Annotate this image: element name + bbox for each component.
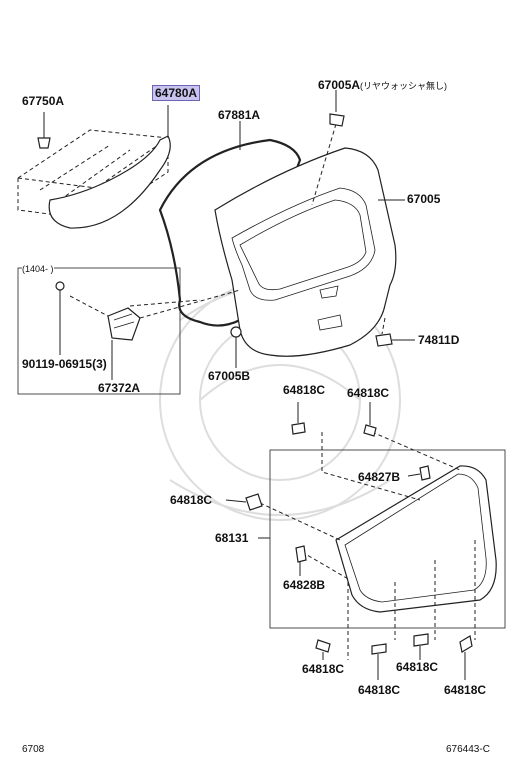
inset-date-label: (1404- )	[22, 262, 54, 276]
part-label-74811D[interactable]: 74811D	[418, 333, 460, 347]
part-label-64818C-d[interactable]: 64818C	[302, 662, 345, 676]
footer-figure-code: 676443-C	[446, 744, 490, 755]
part-label-90119-06915[interactable]: 90119-06915(3)	[22, 357, 107, 371]
part-label-64818C-g[interactable]: 64818C	[444, 683, 487, 697]
glass-box	[269, 449, 506, 629]
part-label-67750A[interactable]: 67750A	[22, 94, 65, 108]
part-label-64818C-e[interactable]: 64818C	[396, 660, 439, 674]
part-label-67005[interactable]: 67005	[407, 192, 441, 206]
clips-64818C	[245, 422, 473, 655]
part-label-67005A[interactable]: 67005A(リヤウォッシャ無し)	[318, 78, 447, 93]
part-note-67005A: (リヤウォッシャ無し)	[360, 81, 448, 91]
part-label-64818C-a[interactable]: 64818C	[283, 383, 326, 397]
footer-page-code: 6708	[22, 744, 45, 755]
back-door-panel-67005	[214, 147, 397, 357]
part-label-64828B[interactable]: 64828B	[283, 578, 326, 592]
part-label-64818C-b[interactable]: 64818C	[347, 386, 390, 400]
part-label-68131[interactable]: 68131	[215, 531, 249, 545]
back-window-glass-68131	[335, 465, 497, 613]
bolt-67750A	[37, 112, 51, 149]
part-label-64818C-f[interactable]: 64818C	[358, 683, 401, 697]
part-label-67372A[interactable]: 67372A	[98, 381, 141, 395]
part-label-67881A[interactable]: 67881A	[218, 108, 261, 122]
spoiler-part	[17, 129, 171, 229]
part-label-64818C-c[interactable]: 64818C	[170, 493, 213, 507]
part-label-64827B[interactable]: 64827B	[358, 470, 401, 484]
part-number-67005A: 67005A	[318, 78, 361, 92]
part-label-67005B[interactable]: 67005B	[208, 369, 251, 383]
part-label-64780A[interactable]: 64780A	[152, 85, 201, 101]
weatherstrip-67881A	[158, 121, 302, 327]
inset-box	[17, 267, 181, 395]
camera-part-67372A	[55, 281, 201, 380]
